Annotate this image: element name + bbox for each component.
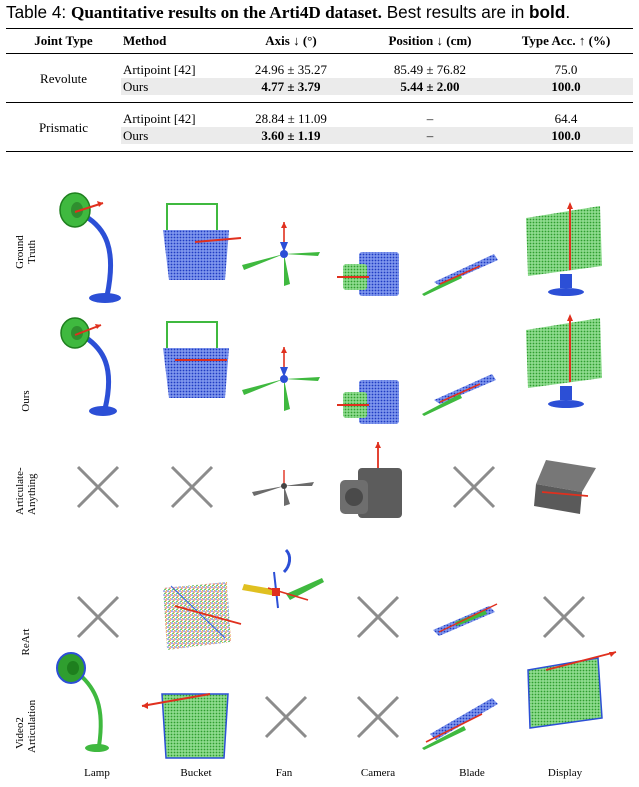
v2a-blade: [422, 698, 498, 750]
aa-blade-fail-icon: [452, 465, 496, 509]
gt-blade: [422, 254, 498, 296]
v2a-bucket: [141, 693, 229, 759]
v2a-lamp: [56, 652, 109, 752]
reart-camera-fail-icon: [356, 595, 400, 639]
reart-blade: [433, 603, 498, 636]
position-cell: 85.49 ± 76.82: [393, 62, 467, 77]
row-label-ours: Ours: [20, 390, 32, 412]
header-joint-type: Joint Type: [6, 28, 121, 54]
axis-cell: 24.96 ± 35.27: [254, 62, 328, 77]
joint-type-cell: Prismatic: [38, 119, 89, 135]
reart-fan: [242, 548, 324, 609]
table-row: Ours 4.77 ± 3.79 5.44 ± 2.00 100.0: [6, 78, 633, 95]
v2a-camera-fail-icon: [356, 695, 400, 739]
gt-display: [526, 202, 602, 296]
row-label-articulate-anything: Articulate-Anything: [14, 467, 38, 515]
caption-suffix: Best results are in: [381, 2, 530, 22]
axis-cell: 28.84 ± 11.09: [255, 111, 327, 126]
reart-bucket: [163, 582, 242, 650]
type-acc-cell: 100.0: [499, 78, 633, 95]
method-cell: Ours: [121, 78, 221, 95]
aa-fan: [252, 470, 314, 506]
caption-prefix: Table 4:: [6, 2, 71, 22]
type-acc-cell: 100.0: [499, 127, 633, 144]
column-label-blade: Blade: [459, 767, 485, 779]
caption-bold-word: bold: [529, 2, 566, 22]
gt-bucket: [163, 203, 242, 280]
ours-blade: [422, 374, 496, 416]
v2a-display: [527, 651, 617, 729]
header-axis: Axis ↓ (°): [221, 28, 361, 54]
v2a-fan-fail-icon: [264, 695, 308, 739]
table-header-row: Joint Type Method Axis ↓ (°) Position ↓ …: [6, 28, 633, 54]
axis-cell: 3.60 ± 1.19: [221, 127, 361, 144]
position-cell: –: [426, 111, 434, 126]
gt-lamp: [59, 192, 121, 303]
ours-fan: [242, 347, 320, 411]
table-row: Revolute Artipoint [42] 24.96 ± 35.27 85…: [6, 61, 633, 86]
results-table: Joint Type Method Axis ↓ (°) Position ↓ …: [6, 28, 633, 152]
aa-lamp-fail-icon: [76, 465, 120, 509]
ours-lamp: [60, 317, 117, 416]
column-label-camera: Camera: [360, 767, 396, 779]
reart-display-fail-icon: [542, 595, 586, 639]
joint-type-cell: Revolute: [40, 70, 87, 86]
method-cell: Artipoint [42]: [123, 111, 196, 126]
gt-fan: [242, 222, 320, 286]
position-cell: 5.44 ± 2.00: [361, 78, 499, 95]
aa-bucket-fail-icon: [170, 465, 214, 509]
table-row: Prismatic Artipoint [42] 28.84 ± 11.09 –…: [6, 110, 633, 135]
reart-lamp-fail-icon: [76, 595, 120, 639]
column-label-display: Display: [547, 767, 583, 779]
ours-camera: [337, 380, 399, 424]
type-acc-cell: 64.4: [554, 111, 578, 126]
position-cell: –: [361, 127, 499, 144]
caption-period: .: [565, 2, 571, 22]
table-caption: Table 4: Quantitative results on the Art…: [6, 2, 636, 23]
row-label-reart: ReArt: [20, 628, 32, 656]
aa-display: [534, 460, 596, 514]
header-position: Position ↓ (cm): [361, 28, 499, 54]
type-acc-cell: 75.0: [554, 62, 578, 77]
gt-camera: [337, 252, 399, 296]
ours-bucket: [163, 321, 229, 398]
header-type-acc: Type Acc. ↑ (%): [499, 28, 633, 54]
header-method: Method: [121, 28, 221, 54]
method-cell: Artipoint [42]: [123, 62, 196, 77]
column-label-lamp: Lamp: [84, 767, 110, 779]
table-row: Ours 3.60 ± 1.19 – 100.0: [6, 127, 633, 144]
column-label-bucket: Bucket: [180, 767, 212, 779]
column-label-fan: Fan: [275, 767, 293, 779]
method-cell: Ours: [121, 127, 221, 144]
caption-title: Quantitative results on the Arti4D datas…: [70, 3, 382, 22]
ours-display: [526, 314, 602, 408]
axis-cell: 4.77 ± 3.79: [221, 78, 361, 95]
aa-camera: [340, 442, 402, 518]
